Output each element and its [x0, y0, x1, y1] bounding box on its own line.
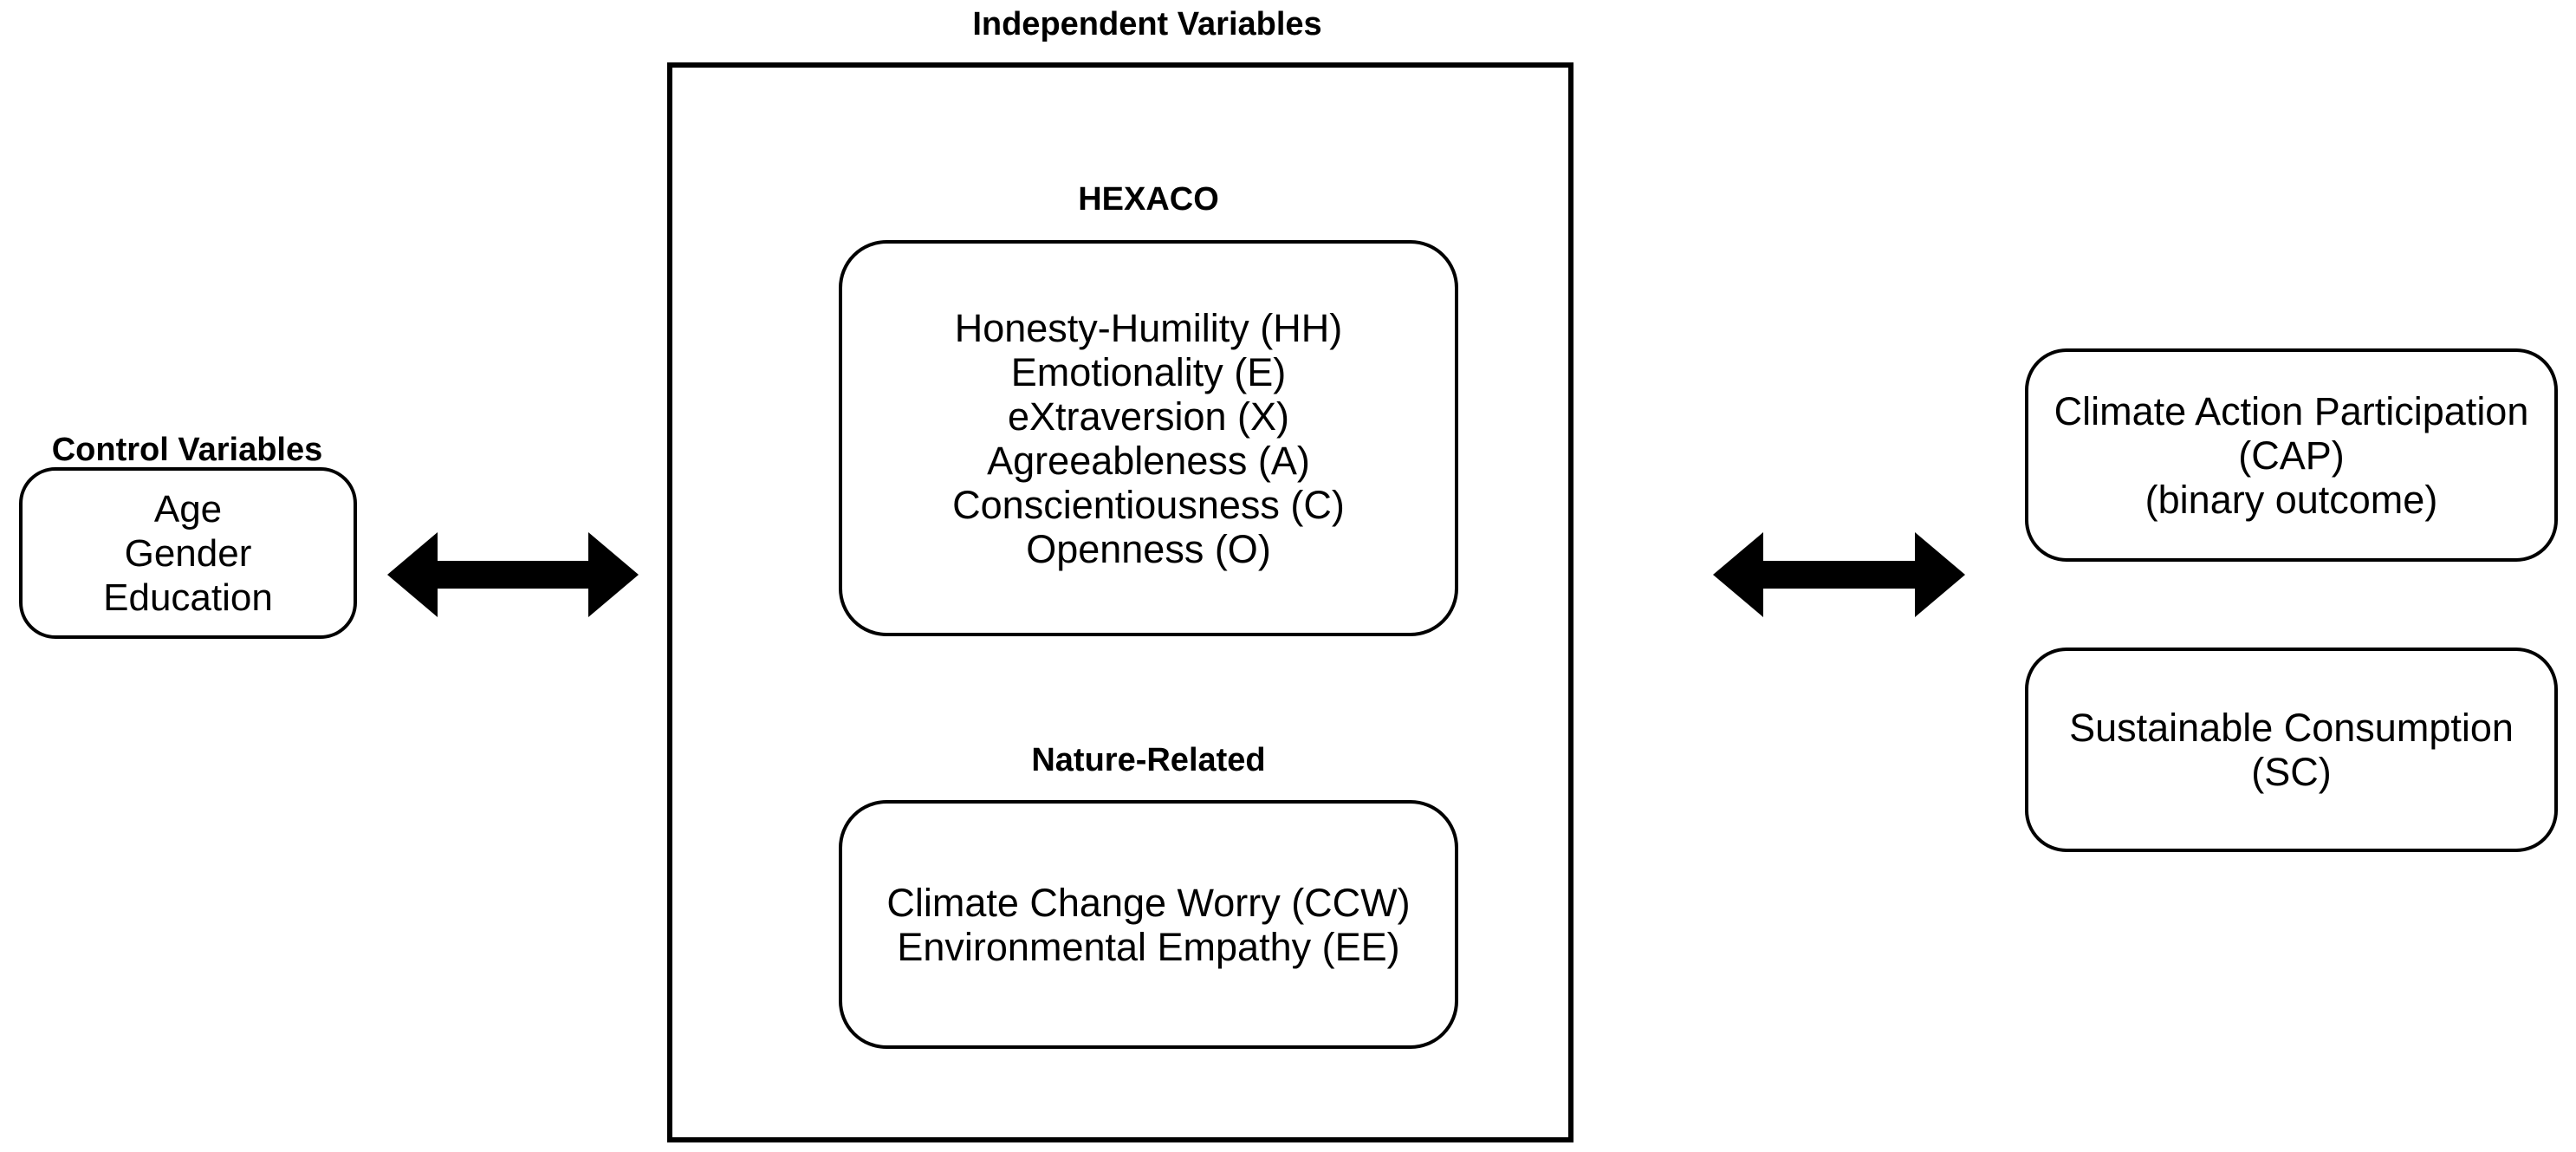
nature-related-label: Nature-Related: [1031, 742, 1266, 778]
cap-line: (CAP): [2238, 433, 2345, 478]
control-variables-label: Control Variables: [51, 432, 323, 468]
control-variables-box: Age Gender Education: [19, 467, 357, 639]
hexaco-box: Honesty-Humility (HH) Emotionality (E) e…: [839, 240, 1458, 636]
control-item: Age: [153, 487, 223, 530]
sc-line: (SC): [2251, 750, 2332, 794]
cap-outcome-box: Climate Action Participation (CAP) (bina…: [2025, 348, 2558, 562]
sc-outcome-box: Sustainable Consumption (SC): [2025, 648, 2558, 852]
sc-line: Sustainable Consumption: [2069, 706, 2514, 750]
nature-related-box: Climate Change Worry (CCW) Environmental…: [839, 800, 1458, 1049]
nature-item: Environmental Empathy (EE): [897, 924, 1400, 969]
double-arrow-left-icon: [387, 532, 639, 617]
control-item: Gender: [124, 531, 252, 575]
hexaco-item: Conscientiousness (C): [952, 482, 1345, 527]
control-item: Education: [103, 576, 273, 619]
independent-variables-title: Independent Variables: [972, 6, 1322, 42]
cap-line: Climate Action Participation: [2054, 388, 2529, 433]
hexaco-item: Emotionality (E): [1010, 349, 1287, 394]
hexaco-label: HEXACO: [1078, 181, 1219, 218]
hexaco-item: eXtraversion (X): [1007, 394, 1290, 439]
hexaco-item: Openness (O): [1026, 526, 1271, 571]
hexaco-item: Honesty-Humility (HH): [954, 305, 1343, 350]
hexaco-item: Agreeableness (A): [987, 438, 1310, 483]
nature-item: Climate Change Worry (CCW): [886, 880, 1411, 925]
cap-line: (binary outcome): [2145, 477, 2438, 522]
double-arrow-right-icon: [1713, 532, 1965, 617]
